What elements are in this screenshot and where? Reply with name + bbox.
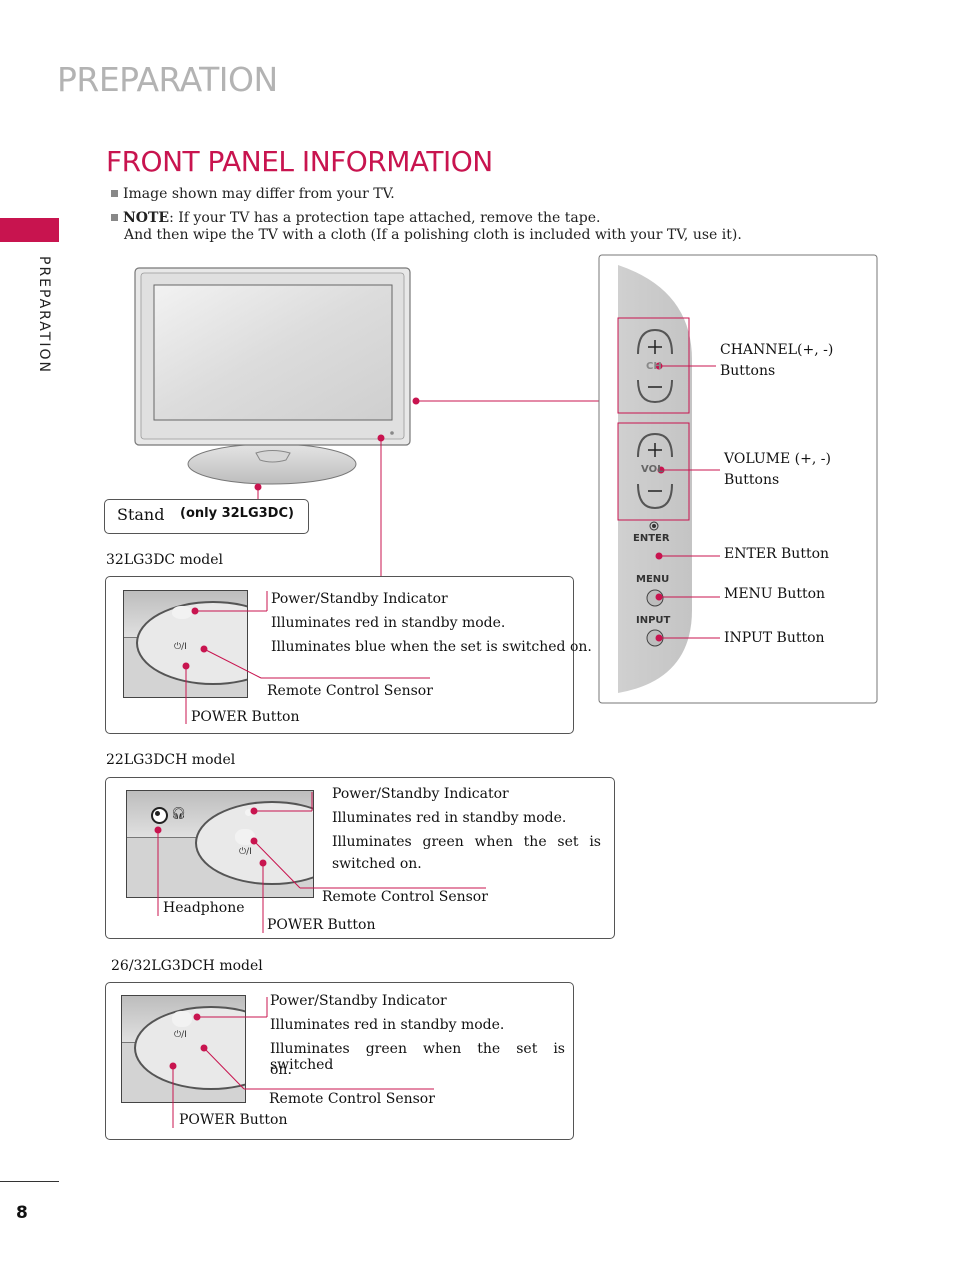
model2-indicator-title: Power/Standby Indicator xyxy=(332,786,509,802)
input-callout: INPUT Button xyxy=(724,630,825,646)
headphone-icon: 🎧︎ xyxy=(171,806,187,820)
model3-power-label: POWER Button xyxy=(179,1112,288,1128)
stand-label: Stand xyxy=(117,505,165,524)
volume-callout-buttons: Buttons xyxy=(724,472,780,488)
section-title: FRONT PANEL INFORMATION xyxy=(106,145,493,178)
model1-title: 32LG3DC model xyxy=(106,552,224,568)
model1-indicator-title: Power/Standby Indicator xyxy=(271,591,448,607)
model2-title: 22LG3DCH model xyxy=(106,752,236,768)
model3-sensor-label: Remote Control Sensor xyxy=(269,1091,435,1107)
stand-note: (only 32LG3DC) xyxy=(180,506,294,521)
note-image-differs: Image shown may differ from your TV. xyxy=(111,186,395,202)
model2-headphone-label: Headphone xyxy=(163,900,245,916)
page-header-title: PREPARATION xyxy=(57,60,278,99)
model2-indicator-line3: switched on. xyxy=(332,856,422,872)
model1-sensor-label: Remote Control Sensor xyxy=(267,683,433,699)
bullet-icon xyxy=(111,214,118,221)
model3-indicator-line3: on. xyxy=(270,1062,292,1078)
model3-title: 26/32LG3DCH model xyxy=(111,958,263,974)
model2-sensor-label: Remote Control Sensor xyxy=(322,889,488,905)
side-section-label: PREPARATION xyxy=(36,256,52,374)
input-label: INPUT xyxy=(636,615,671,626)
channel-callout: CHANNEL(+, -) xyxy=(720,342,834,358)
side-tab-marker xyxy=(0,218,59,242)
volume-callout: VOLUME (+, -) xyxy=(724,451,831,467)
model1-power-label: POWER Button xyxy=(191,709,300,725)
note-protection-tape: NOTE: If your TV has a protection tape a… xyxy=(111,210,600,226)
bullet-icon xyxy=(111,190,118,197)
stand-label-box xyxy=(104,499,309,534)
vol-label: VOL xyxy=(641,464,664,475)
model1-indicator-line2: Illuminates blue when the set is switche… xyxy=(271,639,592,655)
ch-label: CH xyxy=(646,361,662,372)
model1-indicator-line1: Illuminates red in standby mode. xyxy=(271,615,506,631)
model2-indicator-line1: Illuminates red in standby mode. xyxy=(332,810,567,826)
model3-indicator-line1: Illuminates red in standby mode. xyxy=(270,1017,505,1033)
page-number: 8 xyxy=(16,1203,28,1223)
footer-rule xyxy=(0,1181,59,1182)
model2-indicator-line2: Illuminates green when the set is xyxy=(332,834,601,850)
enter-callout: ENTER Button xyxy=(724,546,830,562)
channel-callout-buttons: Buttons xyxy=(720,363,776,379)
menu-callout: MENU Button xyxy=(724,586,826,602)
enter-label: ENTER xyxy=(633,533,670,544)
model2-panel-image: ⏻/I 🎧︎ xyxy=(126,790,314,898)
model3-indicator-title: Power/Standby Indicator xyxy=(270,993,447,1009)
model2-power-label: POWER Button xyxy=(267,917,376,933)
model1-panel-image: ⏻/I xyxy=(123,590,248,698)
model3-panel-image: ⏻/I xyxy=(121,995,246,1103)
menu-label: MENU xyxy=(636,574,670,585)
model3-indicator-line2: Illuminates green when the set is switch… xyxy=(270,1041,565,1073)
note-wipe-tv: And then wipe the TV with a cloth (If a … xyxy=(124,227,742,243)
